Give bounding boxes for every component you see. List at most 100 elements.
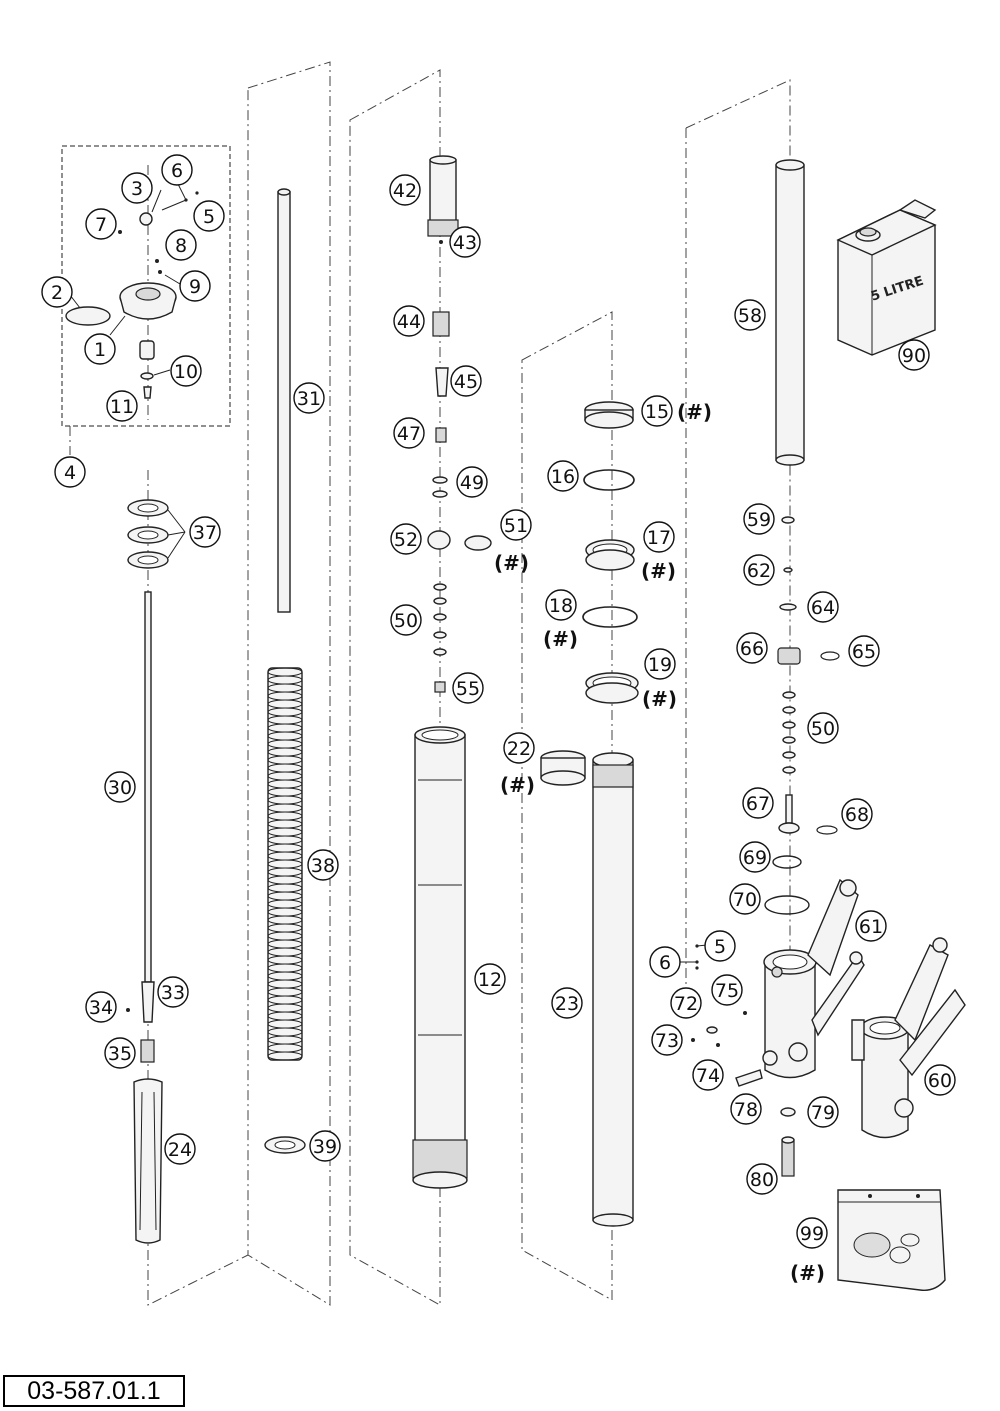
callout-number: 33 — [161, 982, 185, 1004]
callout-17: 17 — [643, 521, 675, 553]
callout-circle — [393, 305, 425, 337]
note-mark-n19: (#) — [642, 687, 677, 711]
callout-35: 35 — [104, 1037, 136, 1069]
callout-79: 79 — [807, 1096, 839, 1128]
callout-circle — [161, 154, 193, 186]
callout-circle — [390, 523, 422, 555]
callout-number: 47 — [397, 423, 421, 445]
callout-number: 79 — [811, 1102, 835, 1124]
callout-3: 3 — [121, 172, 153, 204]
callout-31: 31 — [293, 382, 325, 414]
callout-61: 61 — [855, 910, 887, 942]
right-leg-components — [764, 159, 840, 915]
callout-circle — [309, 1130, 341, 1162]
callout-number: 75 — [715, 980, 739, 1002]
spring-coil — [267, 1051, 303, 1061]
slider-tube — [592, 752, 634, 1227]
callout-62: 62 — [743, 554, 775, 586]
callout-number: 43 — [453, 232, 477, 254]
callout-65: 65 — [848, 635, 880, 667]
callout-circle — [104, 771, 136, 803]
callout-49: 49 — [456, 466, 488, 498]
washer-stack — [127, 499, 169, 569]
note-mark-n51: (#) — [494, 551, 529, 575]
callout-number: 62 — [747, 560, 771, 582]
callout-number: 4 — [64, 462, 76, 484]
callout-circle — [841, 798, 873, 830]
callout-1: 1 — [84, 333, 116, 365]
callout-2: 2 — [41, 276, 73, 308]
callout-58: 58 — [734, 299, 766, 331]
note-mark-n17: (#) — [641, 559, 676, 583]
callout-circle — [807, 712, 839, 744]
callout-number: 12 — [478, 969, 502, 991]
callout-circle — [742, 787, 774, 819]
callout-number: 78 — [734, 1099, 758, 1121]
fork-foot-opposite — [851, 937, 966, 1139]
callout-circle — [393, 417, 425, 449]
callout-circle — [651, 1024, 683, 1056]
callout-circle — [734, 299, 766, 331]
callout-37: 37 — [189, 516, 221, 548]
callout-number: 38 — [311, 855, 335, 877]
callout-5b: 5 — [704, 930, 736, 962]
callout-number: 34 — [89, 997, 113, 1019]
callout-circle — [670, 987, 702, 1019]
callout-number: 42 — [393, 180, 417, 202]
callout-circle — [193, 200, 225, 232]
callout-circle — [649, 946, 681, 978]
callout-number: 10 — [174, 361, 198, 383]
callout-number: 7 — [95, 214, 107, 236]
callout-80: 80 — [746, 1163, 778, 1195]
callout-number: 68 — [845, 804, 869, 826]
callout-circle — [898, 339, 930, 371]
callout-number: 58 — [738, 305, 762, 327]
note-mark-n22: (#) — [500, 773, 535, 797]
callout-number: 60 — [928, 1070, 952, 1092]
callout-circle — [730, 1093, 762, 1125]
callout-22: 22 — [503, 732, 535, 764]
callout-number: 70 — [733, 889, 757, 911]
fork-cap-assembly — [65, 191, 199, 399]
callout-layer: 1234567891011121516171819222324303133343… — [41, 154, 956, 1249]
callout-circle — [503, 732, 535, 764]
callout-circle — [85, 208, 117, 240]
callout-circle — [704, 930, 736, 962]
callout-number: 16 — [551, 466, 575, 488]
note-mark-n15: (#) — [677, 400, 712, 424]
callout-number: 1 — [94, 339, 106, 361]
callout-circle — [547, 460, 579, 492]
callout-4: 4 — [54, 456, 86, 488]
callout-75: 75 — [711, 974, 743, 1006]
callout-circle — [644, 648, 676, 680]
callout-circle — [855, 910, 887, 942]
callout-circle — [165, 229, 197, 261]
callout-circle — [743, 554, 775, 586]
callout-64: 64 — [807, 591, 839, 623]
callout-circle — [746, 1163, 778, 1195]
callout-42: 42 — [389, 174, 421, 206]
callout-number: 67 — [746, 793, 770, 815]
note-mark-n18: (#) — [543, 627, 578, 651]
callout-circle — [739, 841, 771, 873]
callout-number: 22 — [507, 738, 531, 760]
callout-circle — [711, 974, 743, 1006]
callout-circle — [551, 987, 583, 1019]
small-hardware — [691, 944, 796, 1177]
callout-number: 35 — [108, 1043, 132, 1065]
callout-19: 19 — [644, 648, 676, 680]
callout-circle — [807, 1096, 839, 1128]
callout-circle — [456, 466, 488, 498]
callout-90: 90 — [898, 339, 930, 371]
callout-circle — [179, 270, 211, 302]
callout-circle — [729, 883, 761, 915]
callout-52: 52 — [390, 523, 422, 555]
callout-number: 3 — [131, 178, 143, 200]
bushings-and-seals — [540, 401, 639, 786]
callout-16: 16 — [547, 460, 579, 492]
callout-number: 69 — [743, 847, 767, 869]
callout-99: 99 — [796, 1217, 828, 1249]
callout-number: 6 — [171, 160, 183, 182]
callout-5a: 5 — [193, 200, 225, 232]
callout-number: 39 — [313, 1136, 337, 1158]
